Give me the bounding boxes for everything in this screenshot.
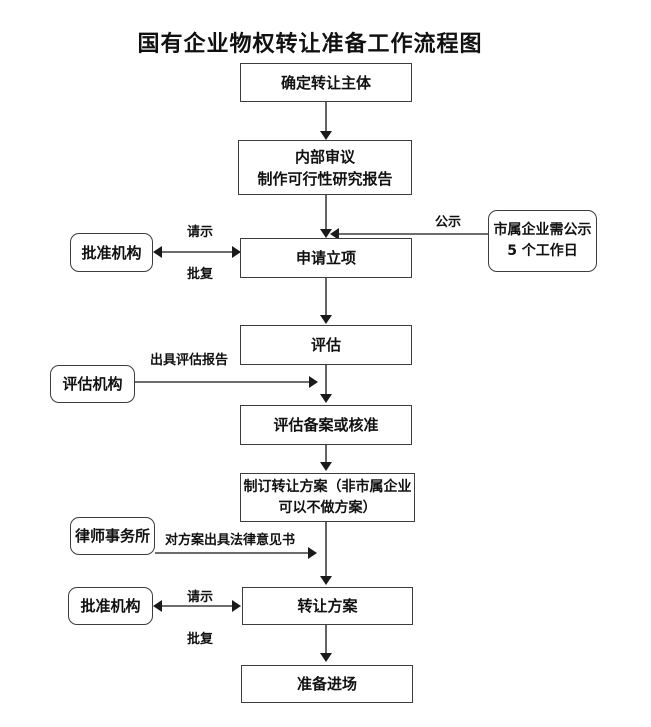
arrow-review-to-apply [320,195,332,238]
node-apply-project-label: 申请立项 [295,249,356,267]
node-law-firm-label: 律师事务所 [74,527,150,545]
node-approval-org-top-label: 批准机构 [81,243,142,262]
node-draft-plan-line1: 制订转让方案（非市属企业 [243,478,412,495]
node-evaluation-record: 评估备案或核准 [240,405,412,445]
edge-label-reply-top: 批复 [186,267,213,282]
node-internal-review-line1: 内部审议 [294,147,355,166]
node-apply-project: 申请立项 [240,238,412,278]
node-transfer-plan-label: 转让方案 [297,597,358,615]
edge-label-reply-bottom: 批复 [186,632,213,647]
node-prepare-entry: 准备进场 [241,665,413,703]
node-evaluation-record-label: 评估备案或核准 [273,416,379,434]
edge-label-legal-opinion: 对方案出具法律意见书 [164,533,295,548]
node-law-firm: 律师事务所 [70,517,155,555]
node-draft-plan-line2: 可以不做方案） [278,499,377,516]
node-approval-org-bottom-label: 批准机构 [80,597,141,615]
arrow-approval-top-bidirectional [153,246,241,258]
node-public-notice: 市属企业需公示 5 个工作日 [488,210,597,272]
edge-label-public-notice: 公示 [434,215,461,230]
arrow-evaluation-to-record [320,365,332,403]
edge-label-request-bottom: 请示 [186,590,213,605]
node-evaluation-org: 评估机构 [50,365,135,403]
node-internal-review-line2: 制作可行性研究报告 [257,169,393,188]
node-internal-review: 内部审议 制作可行性研究报告 [238,140,412,195]
node-determine-subject: 确定转让主体 [240,63,412,102]
node-draft-plan: 制订转让方案（非市属企业 可以不做方案） [240,473,415,522]
arrow-draft-plan-to-transfer-plan [320,522,332,585]
node-public-notice-line2: 5 个工作日 [507,243,578,259]
node-evaluation-label: 评估 [310,336,341,354]
node-evaluation-org-label: 评估机构 [62,375,123,393]
page-title: 国有企业物权转让准备工作流程图 [137,32,483,57]
arrow-transfer-plan-to-entry [320,625,332,662]
arrow-law-firm-opinion [155,547,317,559]
edge-label-evaluation-report: 出具评估报告 [149,353,228,368]
node-approval-org-top: 批准机构 [70,233,153,272]
node-prepare-entry-label: 准备进场 [296,675,357,693]
node-evaluation: 评估 [240,325,412,365]
node-transfer-plan: 转让方案 [242,587,413,625]
node-approval-org-bottom: 批准机构 [68,587,153,625]
edge-label-request-top: 请示 [186,225,213,240]
arrow-apply-to-evaluation [320,278,332,324]
arrow-evaluation-org-report [135,376,318,388]
node-determine-subject-label: 确定转让主体 [280,73,371,92]
node-public-notice-line1: 市属企业需公示 [493,222,592,238]
arrow-record-to-draft-plan [320,445,332,471]
arrow-determine-to-review [320,102,332,140]
